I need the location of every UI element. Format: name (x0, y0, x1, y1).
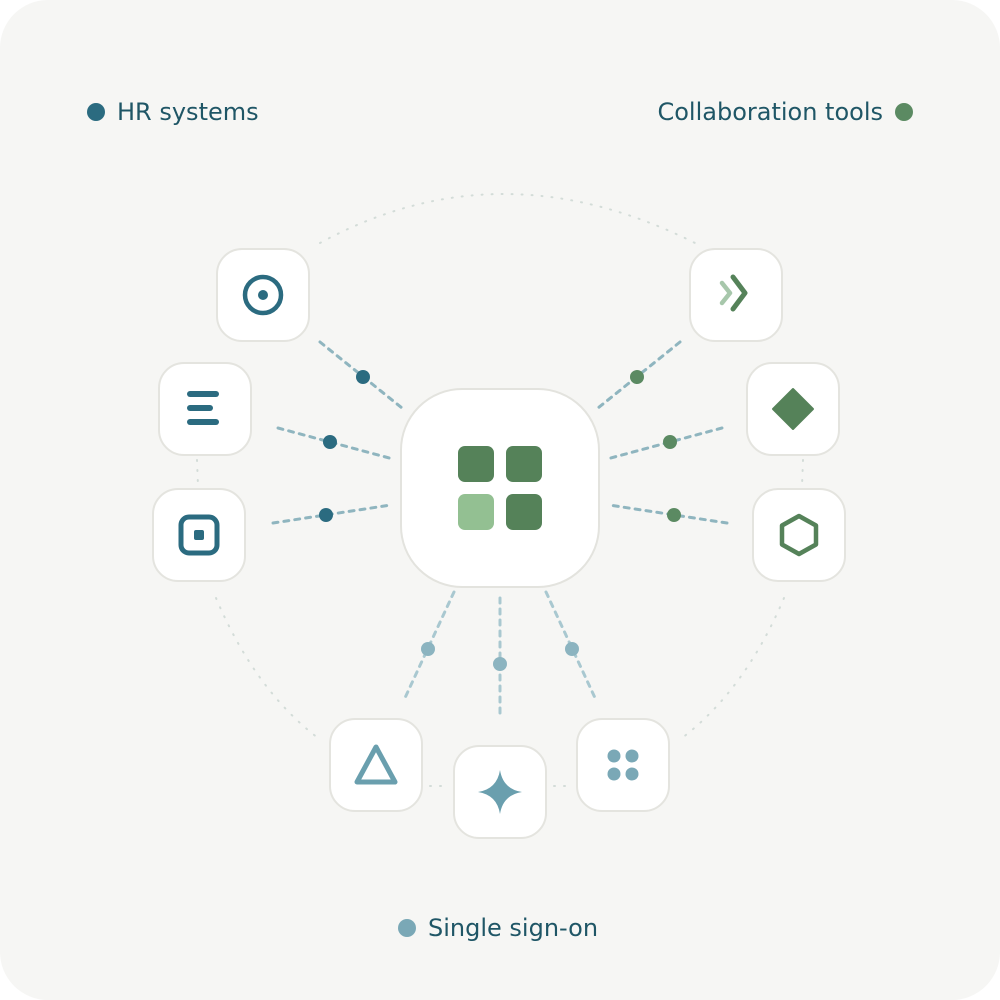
connector-node (421, 642, 435, 656)
ring-arc (681, 597, 785, 739)
hexagon-icon (779, 513, 819, 557)
collab-tile-diamond[interactable] (746, 362, 840, 456)
hr-tile-lines[interactable] (158, 362, 252, 456)
sso-tile-dots[interactable] (576, 718, 670, 812)
collab-tile-chevrons[interactable] (689, 248, 783, 342)
hr-tile-target[interactable] (216, 248, 310, 342)
connector-node (630, 370, 644, 384)
ring-arc (319, 193, 696, 244)
connector-node (319, 508, 333, 522)
legend-collaboration-tools: Collaboration tools (657, 98, 913, 126)
app-grid-icon (458, 446, 542, 530)
sso-tile-triangle[interactable] (329, 718, 423, 812)
connector-node (323, 435, 337, 449)
connector-line (596, 340, 682, 410)
lines-icon (187, 391, 219, 425)
grid-cell (458, 446, 494, 482)
legend-dot (398, 919, 416, 937)
connector-node (493, 657, 507, 671)
collab-tile-hexagon[interactable] (752, 488, 846, 582)
sparkle-icon (478, 770, 522, 814)
legend-dot (87, 103, 105, 121)
legend-single-sign-on: Single sign-on (398, 914, 598, 942)
triangle-icon (354, 744, 398, 785)
hr-tile-square[interactable] (152, 488, 246, 582)
hub-app-tile[interactable] (400, 388, 600, 588)
connector-node (356, 370, 370, 384)
target-icon (242, 274, 284, 316)
square-dot-icon (178, 514, 220, 556)
sso-tile-sparkle[interactable] (453, 745, 547, 839)
four-dots-icon (607, 749, 639, 781)
double-chevron-icon (719, 274, 748, 312)
grid-cell (458, 494, 494, 530)
connector-node (565, 642, 579, 656)
ring-arc (801, 459, 804, 487)
ring-arc (215, 597, 319, 739)
connector-node (667, 508, 681, 522)
ring-arc (196, 459, 199, 487)
legend-dot (895, 103, 913, 121)
legend-label: Collaboration tools (657, 98, 883, 126)
grid-cell (506, 494, 542, 530)
legend-hr-systems: HR systems (87, 98, 259, 126)
diamond-icon (772, 388, 814, 430)
connector-line (318, 340, 404, 410)
legend-label: Single sign-on (428, 914, 599, 942)
connector-node (663, 435, 677, 449)
grid-cell (506, 446, 542, 482)
legend-label: HR systems (117, 98, 259, 126)
